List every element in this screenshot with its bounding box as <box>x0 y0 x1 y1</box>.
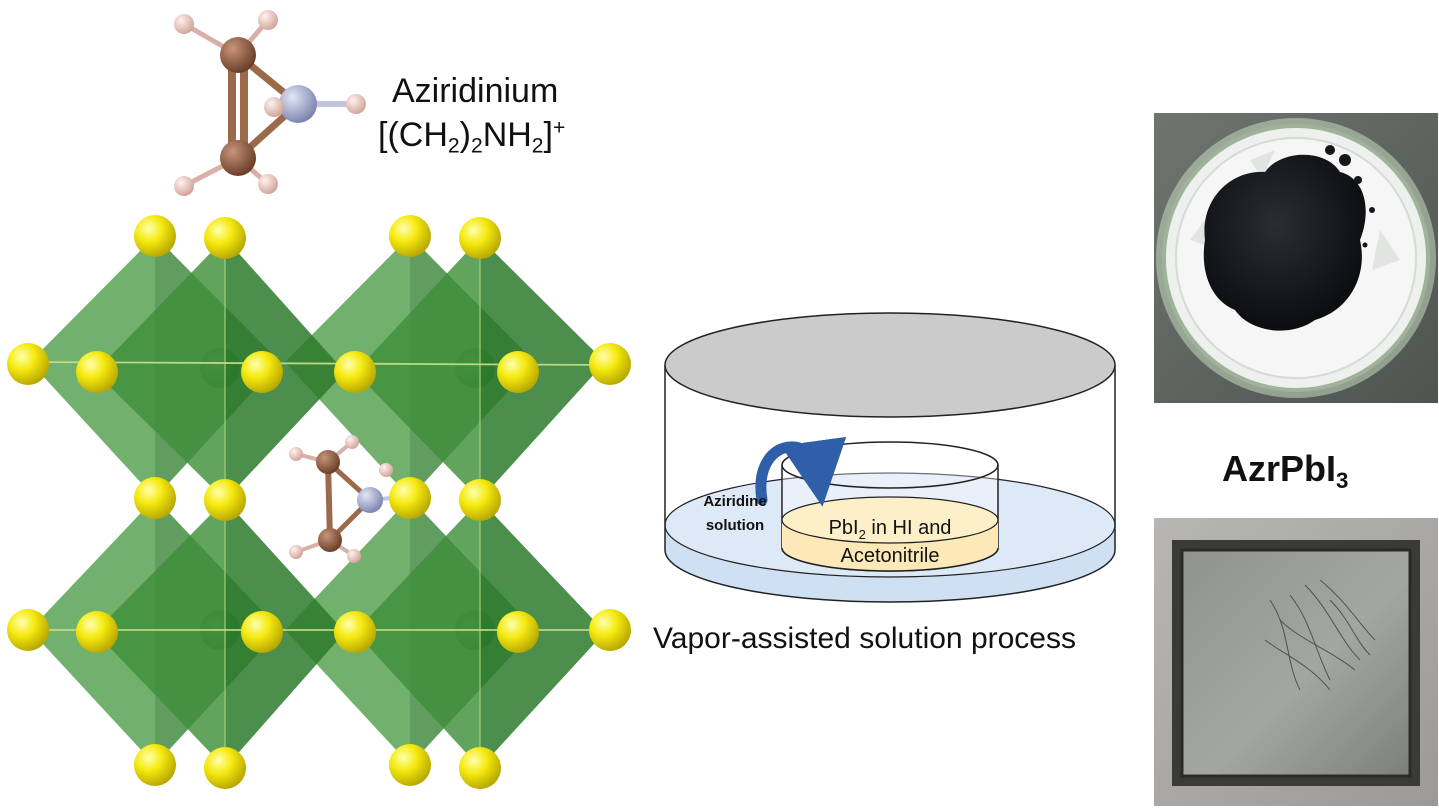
film-photo <box>1154 518 1438 806</box>
iodine-atom <box>459 747 501 789</box>
iodine-atom <box>76 351 118 393</box>
structure-figure <box>7 10 631 789</box>
iodine-atom <box>204 747 246 789</box>
carbon-atom <box>318 528 342 552</box>
dish-lid <box>664 312 1116 418</box>
hydrogen-atom <box>379 463 393 477</box>
film-scratches <box>1264 579 1376 691</box>
iodine-atom <box>7 343 49 385</box>
iodine-atom <box>204 479 246 521</box>
hydrogen-atom <box>174 14 194 34</box>
iodine-atom <box>241 351 283 393</box>
iodine-atom <box>334 611 376 653</box>
iodine-atom <box>589 343 631 385</box>
iodine-atoms-front <box>76 217 539 789</box>
hydrogen-atom <box>346 94 366 114</box>
inner-solution-label-line2: Acetonitrile <box>841 545 940 567</box>
iodine-atom <box>389 744 431 786</box>
nitrogen-atom <box>279 85 317 123</box>
hydrogen-atom <box>258 10 278 30</box>
hydrogen-atom <box>264 97 284 117</box>
hydrogen-atom <box>258 174 278 194</box>
vapor-arrow-icon <box>755 436 847 507</box>
hydrogen-atom <box>289 545 303 559</box>
carbon-atom <box>220 140 256 176</box>
nitrogen-atom <box>357 487 383 513</box>
iodine-atom <box>334 351 376 393</box>
hydrogen-atom <box>289 447 303 461</box>
inner-solution-label-line1: PbI2 in HI and <box>829 517 952 542</box>
molecule-formula: [(CH2)2NH2]+ <box>378 116 566 158</box>
octahedron <box>95 238 345 500</box>
iodine-atom <box>204 217 246 259</box>
process-caption: Vapor-assisted solution process <box>653 622 1076 655</box>
cavity-aziridinium <box>289 435 419 563</box>
compound-label: AzrPbI3 <box>1222 448 1349 494</box>
iodine-atoms-back <box>7 215 631 786</box>
black-powder <box>1203 154 1366 331</box>
hydrogen-atom <box>347 549 361 563</box>
hydrogen-atom <box>345 435 359 449</box>
iodine-atom <box>134 215 176 257</box>
iodine-atom <box>7 609 49 651</box>
iodine-atom <box>241 611 283 653</box>
octahedron <box>355 238 605 500</box>
iodine-atom <box>389 215 431 257</box>
hydrogen-atom <box>174 176 194 196</box>
iodine-atom <box>497 351 539 393</box>
octahedra-front <box>95 238 605 768</box>
carbon-atom <box>220 37 256 73</box>
iodine-atom <box>134 744 176 786</box>
octahedron <box>355 500 605 768</box>
octahedron <box>95 500 345 768</box>
iodine-atom <box>134 477 176 519</box>
powder-photo <box>1154 113 1438 403</box>
outer-solution-label-line2: solution <box>706 517 764 534</box>
molecule-name: Aziridinium <box>392 72 559 110</box>
carbon-atom <box>316 450 340 474</box>
iodine-atom <box>497 611 539 653</box>
iodine-atom <box>459 217 501 259</box>
iodine-atom <box>76 611 118 653</box>
outer-solution-label-line1: Aziridine <box>703 493 766 510</box>
inner-liquid <box>782 520 998 571</box>
iodine-atom <box>389 477 431 519</box>
aziridinium-molecule <box>174 10 366 196</box>
iodine-atom <box>459 479 501 521</box>
iodine-atom <box>589 609 631 651</box>
